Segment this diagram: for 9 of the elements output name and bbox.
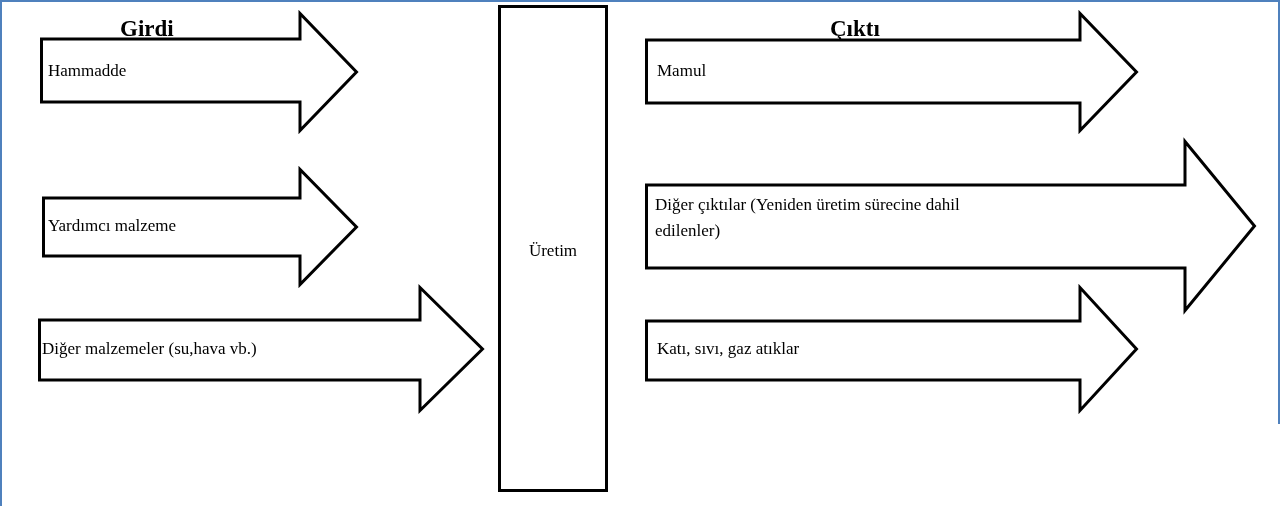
node-label: Diğer malzemeler (su,hava vb.) [42,338,257,360]
node-label: Üretim [527,240,579,262]
node-label: Yardımcı malzeme [48,215,177,237]
node-label: Diğer çıktılar (Yeniden üretim sürecine dahil edilenler) [655,194,961,242]
heading: Çıktı [830,16,880,42]
heading: Girdi [120,16,174,42]
node-label: Mamul [657,60,707,82]
node-label: Katı, sıvı, gaz atıklar [657,338,800,360]
node-label: Hammadde [48,60,127,82]
